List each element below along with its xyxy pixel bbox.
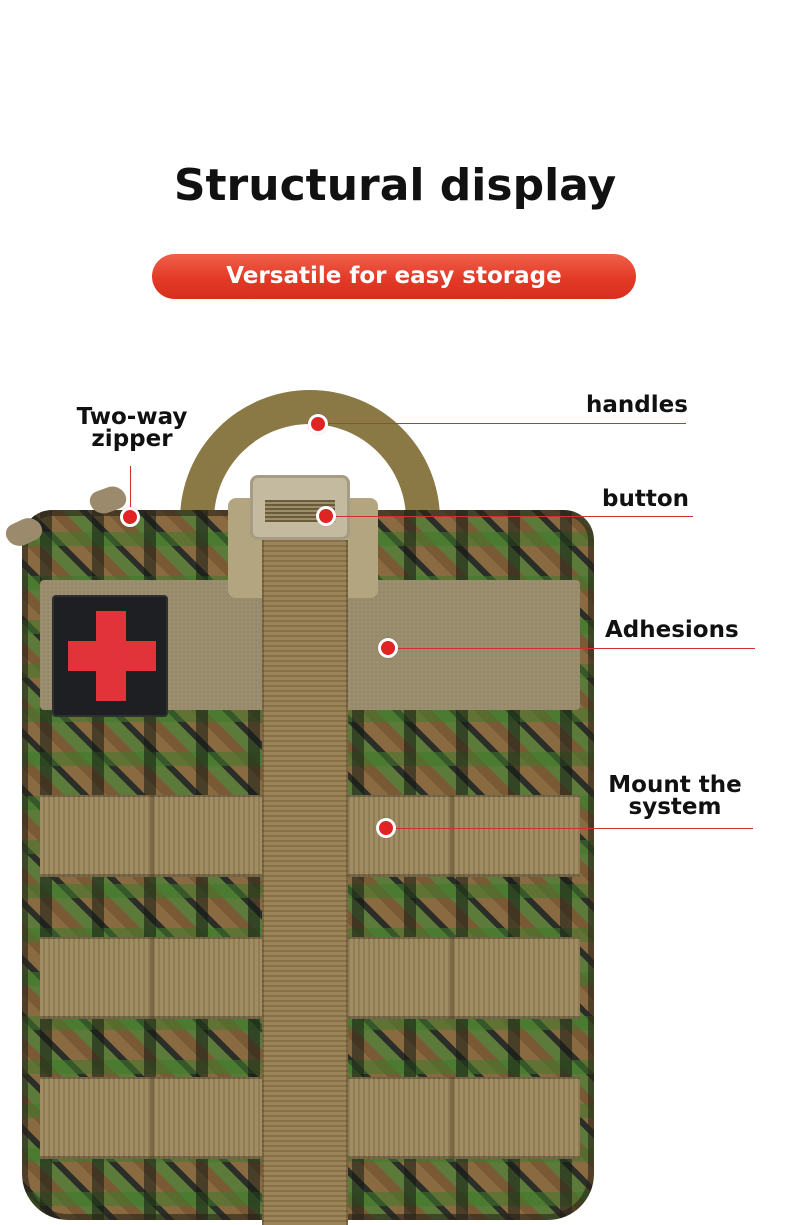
seam: [150, 795, 154, 877]
hotspot-button[interactable]: [316, 506, 336, 526]
red-cross-patch-icon: [52, 595, 168, 717]
label-line: system: [628, 794, 722, 820]
leader-line-handles: [328, 423, 686, 424]
hotspot-adhesions[interactable]: [378, 638, 398, 658]
buckle-icon: [250, 475, 350, 540]
seam: [450, 1077, 454, 1159]
label-mount-system: Mount the system: [600, 772, 750, 820]
leader-line-button: [336, 516, 693, 517]
label-adhesions: Adhesions: [605, 617, 739, 643]
center-strap: [262, 540, 348, 1225]
hotspot-handles[interactable]: [308, 414, 328, 434]
page-title: Structural display: [173, 160, 617, 211]
label-two-way-zipper: Two-way zipper: [62, 404, 202, 452]
label-handles: handles: [586, 392, 688, 418]
leader-line-zipper: [130, 466, 131, 508]
leader-line-mount: [396, 828, 753, 829]
product-illustration: [0, 380, 790, 1225]
hotspot-mount[interactable]: [376, 818, 396, 838]
label-line: Two-way: [76, 404, 188, 430]
subtitle-pill: Versatile for easy storage: [152, 254, 636, 299]
seam: [450, 795, 454, 877]
cross-horizontal: [68, 641, 156, 671]
leader-line-adhesions: [398, 648, 755, 649]
hotspot-zipper[interactable]: [120, 507, 140, 527]
seam: [450, 937, 454, 1019]
seam: [150, 1077, 154, 1159]
label-line: zipper: [91, 426, 173, 452]
label-button: button: [602, 486, 690, 512]
label-line: Mount the: [608, 772, 742, 798]
seam: [150, 937, 154, 1019]
